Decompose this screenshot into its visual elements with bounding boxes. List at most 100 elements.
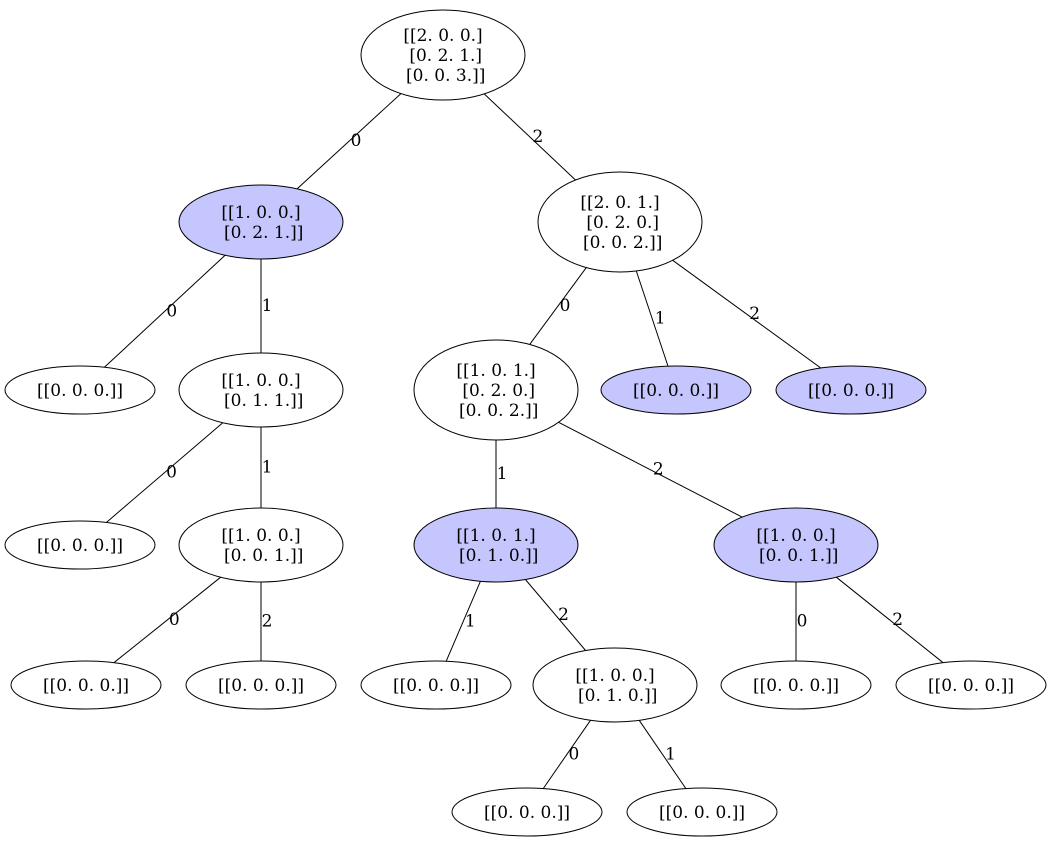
edge-n4-n9: 1 <box>260 427 273 508</box>
tree-node-n12: [[0. 0. 0.]] <box>10 660 162 710</box>
edge-n10-n14: 1 <box>445 581 481 662</box>
highlighted-node-ellipse <box>713 507 879 583</box>
edge-n2-n5: 0 <box>529 267 587 345</box>
tree-node-n17: [[0. 0. 0.]] <box>895 660 1047 710</box>
edge-label: 2 <box>558 605 569 625</box>
node-label-line: [[1. 0. 0.] <box>221 526 300 546</box>
edge-n9-n12: 0 <box>113 576 222 664</box>
edge-n9-n13: 2 <box>260 582 273 661</box>
edge-n5-n11: 2 <box>558 421 743 518</box>
tree-node-n6: [[0. 0. 0.]] <box>600 365 752 415</box>
edge-label: 1 <box>665 745 676 765</box>
edge-line <box>542 720 591 789</box>
edge-n11-n16: 0 <box>795 582 808 661</box>
edge-label: 0 <box>351 131 362 151</box>
node-label-line: [[0. 0. 0.]] <box>753 676 839 696</box>
edge-n11-n17: 2 <box>835 576 944 664</box>
edge-n0-n2: 2 <box>483 93 576 181</box>
tree-node-n7: [[0. 0. 0.]] <box>775 365 927 415</box>
edge-label: 2 <box>892 610 903 630</box>
tree-node-n15: [[1. 0. 0.] [0. 1. 0.]] <box>532 647 698 723</box>
node-ellipse <box>532 647 698 723</box>
edge-label: 0 <box>797 612 808 632</box>
tree-node-n16: [[0. 0. 0.]] <box>720 660 872 710</box>
edge-n10-n15: 2 <box>525 579 586 651</box>
highlighted-node-ellipse <box>775 365 927 415</box>
node-label-line: [[0. 0. 0.]] <box>928 676 1014 696</box>
tree-node-n11: [[1. 0. 0.] [0. 0. 1.]] <box>713 507 879 583</box>
edge-line <box>835 576 944 664</box>
tree-node-n0: [[2. 0. 0.] [0. 2. 1.] [0. 0. 3.]] <box>360 9 526 101</box>
node-ellipse <box>360 9 526 101</box>
node-ellipse <box>413 339 579 441</box>
node-label-line: [0. 0. 2.]] <box>454 401 539 421</box>
node-label-line: [0. 1. 0.]] <box>454 546 539 566</box>
edge-label: 1 <box>262 296 273 316</box>
edge-label: 0 <box>568 744 579 764</box>
node-label-line: [0. 2. 0.] <box>457 381 535 401</box>
edge-n15-n18: 0 <box>542 720 591 789</box>
edge-label: 2 <box>653 460 664 480</box>
node-label-line: [[0. 0. 0.]] <box>659 803 745 823</box>
tree-node-n18: [[0. 0. 0.]] <box>451 787 603 837</box>
node-ellipse <box>360 660 512 710</box>
edge-n2-n6: 1 <box>635 270 669 367</box>
edge-label: 2 <box>262 612 273 632</box>
edge-line <box>296 93 402 190</box>
tree-node-n10: [[1. 0. 1.] [0. 1. 0.]] <box>413 507 579 583</box>
edge-label: 0 <box>166 463 177 483</box>
edge-line <box>638 720 687 789</box>
edge-n0-n1: 0 <box>296 93 402 190</box>
node-label-line: [[2. 0. 0.] <box>403 26 482 46</box>
node-ellipse <box>626 787 778 837</box>
edge-label: 0 <box>169 610 180 630</box>
node-label-line: [[0. 0. 0.]] <box>808 381 894 401</box>
node-label-line: [[0. 0. 0.]] <box>633 381 719 401</box>
edge-line <box>483 93 576 181</box>
edge-n1-n3: 0 <box>104 254 226 368</box>
edge-line <box>104 254 226 368</box>
node-label-line: [[1. 0. 0.] <box>756 526 835 546</box>
node-ellipse <box>4 520 156 570</box>
edge-line <box>105 422 224 523</box>
highlighted-node-ellipse <box>413 507 579 583</box>
node-label-line: [[1. 0. 0.] <box>221 203 300 223</box>
edge-label: 1 <box>655 309 666 329</box>
node-label-line: [[1. 0. 0.] <box>221 371 300 391</box>
node-label-line: [[0. 0. 0.]] <box>37 536 123 556</box>
node-label-line: [0. 0. 3.]] <box>401 66 486 86</box>
tree-node-n9: [[1. 0. 0.] [0. 0. 1.]] <box>178 507 344 583</box>
node-label-line: [0. 0. 2.]] <box>578 233 663 253</box>
tree-node-n1: [[1. 0. 0.] [0. 2. 1.]] <box>178 184 344 260</box>
edge-label: 1 <box>497 464 508 484</box>
edge-n2-n7: 2 <box>672 259 822 369</box>
node-label-line: [[1. 0. 1.] <box>456 526 535 546</box>
edge-n15-n19: 1 <box>638 720 687 789</box>
edge-line <box>113 576 222 664</box>
tree-node-n19: [[0. 0. 0.]] <box>626 787 778 837</box>
node-label-line: [[0. 0. 0.]] <box>37 381 123 401</box>
edge-n1-n4: 1 <box>260 259 273 353</box>
node-ellipse <box>178 352 344 428</box>
node-label-line: [0. 2. 0.] <box>581 213 659 233</box>
node-label-line: [0. 0. 1.]] <box>219 546 304 566</box>
edge-label: 0 <box>166 301 177 321</box>
tree-node-n13: [[0. 0. 0.]] <box>185 660 337 710</box>
tree-node-n4: [[1. 0. 0.] [0. 1. 1.]] <box>178 352 344 428</box>
edge-line <box>635 270 669 367</box>
highlighted-node-ellipse <box>178 184 344 260</box>
edge-label: 2 <box>532 127 543 147</box>
node-label-line: [[0. 0. 0.]] <box>484 803 570 823</box>
edge-line <box>525 579 586 651</box>
node-ellipse <box>537 171 703 273</box>
highlighted-node-ellipse <box>600 365 752 415</box>
node-ellipse <box>4 365 156 415</box>
node-label-line: [0. 0. 1.]] <box>754 546 839 566</box>
node-label-line: [[0. 0. 0.]] <box>393 676 479 696</box>
edge-line <box>445 581 481 662</box>
node-label-line: [0. 1. 1.]] <box>219 391 304 411</box>
edge-line <box>558 421 743 518</box>
node-label-line: [0. 2. 1.] <box>404 46 482 66</box>
edge-label: 1 <box>262 458 273 478</box>
